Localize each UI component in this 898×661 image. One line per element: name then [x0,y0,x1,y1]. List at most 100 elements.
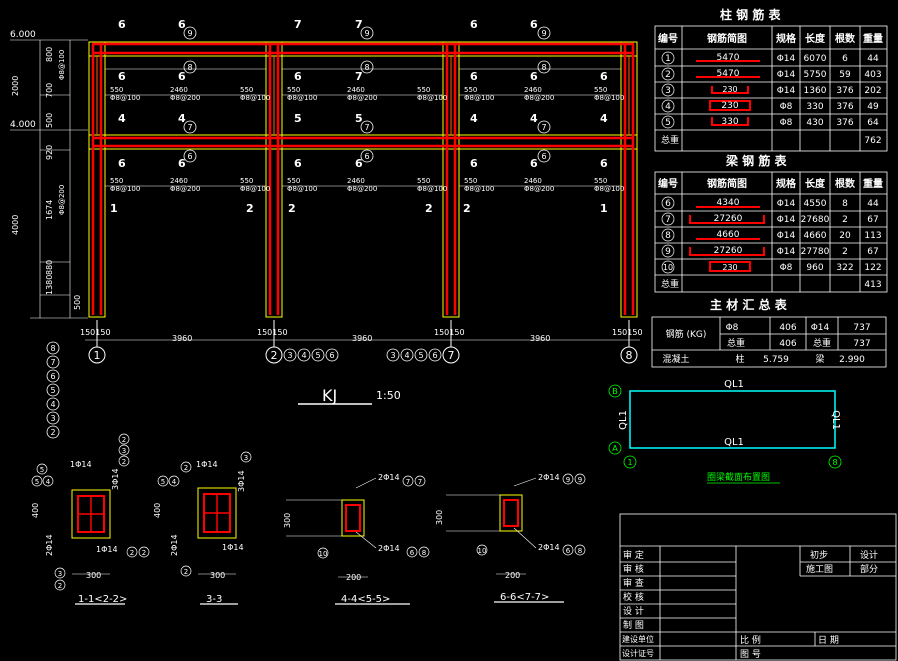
svg-text:6: 6 [329,351,334,360]
svg-text:4660: 4660 [717,230,740,240]
svg-text:2Φ14: 2Φ14 [378,544,400,553]
svg-text:柱: 柱 [735,353,744,365]
svg-text:QL1: QL1 [830,410,841,430]
svg-text:Φ14: Φ14 [777,86,796,96]
svg-text:建设单位: 建设单位 [622,634,654,644]
svg-text:550: 550 [110,177,123,185]
svg-text:6: 6 [530,157,538,170]
svg-text:7: 7 [541,123,546,132]
svg-text:550: 550 [417,177,430,185]
svg-text:6: 6 [470,157,478,170]
svg-text:编号: 编号 [658,32,678,45]
svg-text:1Φ14: 1Φ14 [70,460,92,469]
svg-text:6: 6 [600,157,608,170]
svg-text:322: 322 [836,263,853,273]
svg-text:737: 737 [853,323,870,333]
svg-text:403: 403 [864,70,881,80]
svg-text:6: 6 [842,54,848,64]
svg-text:5: 5 [35,478,39,486]
svg-text:根数: 根数 [835,32,856,45]
svg-text:550: 550 [240,177,253,185]
svg-text:总重: 总重 [727,337,745,349]
svg-text:2: 2 [842,215,848,225]
svg-text:6: 6 [50,372,55,381]
svg-text:4: 4 [665,102,671,112]
svg-text:6070: 6070 [804,54,827,64]
svg-text:9: 9 [665,247,671,257]
svg-text:2460: 2460 [347,86,365,94]
svg-text:4: 4 [470,112,478,125]
svg-text:初步: 初步 [810,549,828,561]
elevation-scale: 1:50 [376,389,401,402]
spacing-100: Φ8@100 [58,50,66,80]
svg-text:5: 5 [40,466,44,474]
svg-text:Φ14: Φ14 [777,247,796,257]
section-label-4: 6-6<7-7> [500,592,549,603]
svg-text:Φ8@100: Φ8@100 [417,94,447,102]
svg-text:2: 2 [130,549,134,557]
svg-text:编号: 编号 [658,177,678,190]
svg-text:300: 300 [435,510,444,525]
svg-text:5: 5 [161,478,165,486]
svg-text:规格: 规格 [776,32,797,45]
svg-text:2460: 2460 [524,86,542,94]
svg-text:406: 406 [779,339,796,349]
plan-caption: 圈梁截面布置图 [707,471,770,483]
ring-beam-plan: QL1 QL1 QL1 QL1 B A 1 8 圈梁截面布置图 [608,379,842,484]
svg-text:5470: 5470 [717,69,740,79]
svg-text:部分: 部分 [860,563,878,575]
svg-text:960: 960 [806,263,823,273]
svg-text:审 定: 审 定 [623,549,644,561]
svg-text:4340: 4340 [717,198,740,208]
svg-text:6: 6 [530,18,538,31]
level-4000: 4.000 [10,120,36,130]
column-rebar-table: 柱 钢 筋 表 编号 钢筋简图 规格 长度 根数 重量 [654,7,888,152]
svg-text:6: 6 [470,70,478,83]
svg-text:6: 6 [530,70,538,83]
svg-text:550: 550 [287,86,300,94]
svg-text:550: 550 [464,177,477,185]
span-3: 3960 [530,334,550,343]
svg-text:8: 8 [187,63,192,72]
svg-text:200: 200 [346,573,361,582]
svg-text:300: 300 [210,571,225,580]
axis-1: 1 [94,349,101,362]
svg-text:Φ14: Φ14 [777,215,796,225]
svg-text:Φ14: Φ14 [777,54,796,64]
dim-500b: 500 [73,295,82,310]
svg-text:400: 400 [153,503,162,518]
svg-text:Φ8@200: Φ8@200 [170,185,200,193]
svg-text:2000: 2000 [11,76,20,96]
svg-text:5750: 5750 [804,70,827,80]
svg-text:2Φ14: 2Φ14 [538,473,560,482]
svg-text:330: 330 [721,117,738,127]
svg-text:27780: 27780 [801,247,830,257]
svg-text:4: 4 [178,112,186,125]
svg-text:44: 44 [867,54,879,64]
svg-text:1360: 1360 [804,86,827,96]
svg-text:A: A [612,444,618,453]
svg-text:5: 5 [315,351,320,360]
svg-text:Φ8: Φ8 [780,118,793,128]
svg-text:230: 230 [721,101,738,111]
col-table-title: 柱 钢 筋 表 [720,7,782,22]
svg-text:550: 550 [594,86,607,94]
svg-text:400: 400 [31,503,40,518]
svg-text:67: 67 [867,215,878,225]
svg-text:3: 3 [244,454,248,462]
svg-text:总重: 总重 [813,337,831,349]
svg-text:1: 1 [110,202,118,215]
svg-text:Φ8: Φ8 [726,323,739,333]
svg-text:8: 8 [578,547,582,555]
svg-text:376: 376 [836,102,853,112]
spacing-200: Φ8@200 [58,185,66,215]
svg-text:1: 1 [665,54,671,64]
svg-text:4: 4 [46,478,51,486]
svg-text:6: 6 [470,18,478,31]
svg-text:4000: 4000 [11,215,20,235]
svg-text:2: 2 [246,202,254,215]
svg-text:Φ8@100: Φ8@100 [240,94,270,102]
svg-text:737: 737 [853,339,870,349]
